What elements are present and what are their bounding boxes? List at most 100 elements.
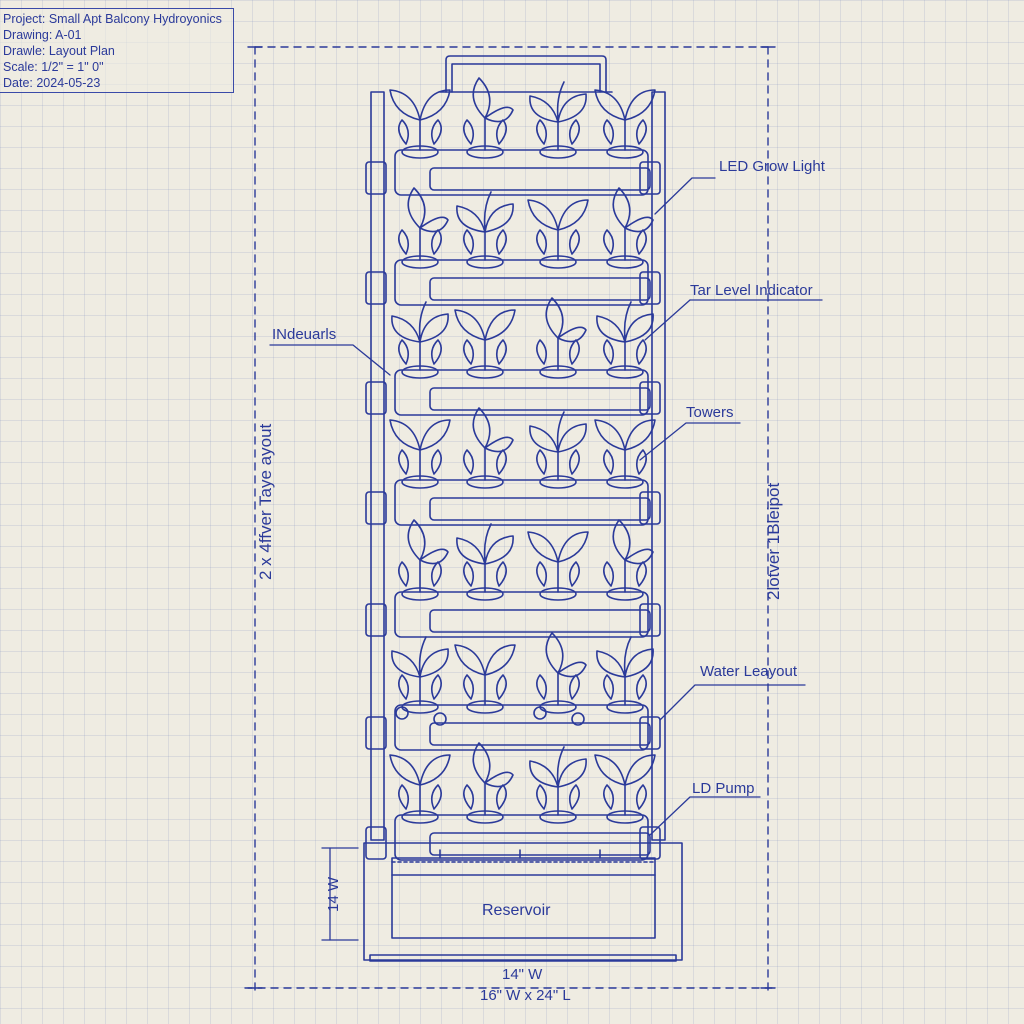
plant-lower-leaves (463, 449, 507, 475)
plant-leaves (389, 419, 451, 451)
scale-line: Scale: 1/2" = 1" 0" (3, 60, 104, 74)
gutter (394, 369, 649, 416)
right-bracket (639, 491, 661, 525)
plant (594, 419, 656, 481)
title-block: Project: Small Apt Balcony Hydroyonics D… (0, 8, 234, 93)
plant-leaves (527, 199, 589, 231)
plant-lower-leaves (398, 449, 442, 475)
tower-shelves (365, 145, 661, 861)
plant (454, 644, 516, 706)
led-grow-light-label: LED Grow Light (719, 158, 825, 175)
plant-lower-leaves (398, 674, 442, 700)
drawing-line: Drawing: A-01 (3, 28, 82, 42)
plant (389, 419, 451, 481)
plant-leaves (407, 519, 449, 565)
tomato-fruit (433, 712, 447, 726)
tomato-fruit (533, 706, 547, 720)
plant (596, 301, 654, 371)
plant-leaves (472, 742, 514, 788)
plant-lower-leaves (536, 449, 580, 475)
tomato-fruit (571, 712, 585, 726)
plant-leaves (472, 77, 514, 123)
plant-leaves (612, 187, 654, 233)
plant (454, 309, 516, 371)
plant (594, 754, 656, 816)
outer-size-label: 16" W x 24" L (480, 987, 571, 1004)
gutter (394, 704, 649, 751)
gutter-pipe (429, 609, 651, 633)
shelf-3 (365, 365, 661, 416)
right-bracket (639, 271, 661, 305)
gutter (394, 591, 649, 638)
shelf-2 (365, 255, 661, 306)
plant-leaves (594, 89, 656, 121)
gutter-pipe (429, 722, 651, 746)
plant (389, 754, 451, 816)
left-bracket (365, 381, 387, 415)
plant-lower-leaves (398, 119, 442, 145)
height-dimension (321, 847, 359, 941)
plant-leaves (594, 419, 656, 451)
plant-lower-leaves (398, 561, 442, 587)
right-bracket (639, 161, 661, 195)
plant-lower-leaves (398, 339, 442, 365)
plant-lower-leaves (398, 229, 442, 255)
gutter-pipe (429, 167, 651, 191)
plant (527, 531, 589, 593)
plant-lower-leaves (536, 229, 580, 255)
plant (529, 746, 587, 816)
plant-leaves (529, 81, 587, 123)
shelf-6 (365, 700, 661, 751)
left-bracket (365, 716, 387, 750)
plant-lower-leaves (463, 674, 507, 700)
pump-label: LD Pump (692, 780, 755, 797)
gutter (394, 259, 649, 306)
plant (536, 297, 587, 371)
plant (456, 191, 514, 261)
plant (529, 411, 587, 481)
plant-lower-leaves (536, 119, 580, 145)
plant-leaves (407, 187, 449, 233)
plant (398, 519, 449, 593)
plant-lower-leaves (536, 784, 580, 810)
shelf-5 (365, 587, 661, 638)
plant-lower-leaves (603, 119, 647, 145)
plant (527, 199, 589, 261)
plant-leaves (612, 519, 654, 565)
plant-leaves (454, 644, 516, 676)
plant (391, 301, 449, 371)
gutter (394, 149, 649, 196)
plant (456, 523, 514, 593)
reservoir-label: Reservoir (482, 902, 551, 919)
plant-lower-leaves (603, 674, 647, 700)
plant-lower-leaves (603, 561, 647, 587)
shelf-4 (365, 475, 661, 526)
plant-leaves (529, 411, 587, 453)
plant-leaves (391, 301, 449, 343)
plant (603, 519, 654, 593)
plant-leaves (545, 632, 587, 678)
frame-posts (370, 91, 666, 841)
plant (398, 187, 449, 261)
plant-lower-leaves (603, 229, 647, 255)
towers-label: Towers (686, 404, 734, 421)
right-bracket (639, 381, 661, 415)
plants-group (389, 77, 656, 816)
left-bracket (365, 161, 387, 195)
plant-lower-leaves (463, 119, 507, 145)
left-bracket (365, 271, 387, 305)
plant-lower-leaves (463, 229, 507, 255)
left-callout-label: INdeuarls (272, 326, 337, 343)
right-bracket (639, 603, 661, 637)
plant-leaves (594, 754, 656, 786)
left-bracket (365, 603, 387, 637)
reservoir-tank (363, 842, 683, 962)
plant-leaves (389, 89, 451, 121)
plant-lower-leaves (536, 339, 580, 365)
plant (603, 187, 654, 261)
plant-leaves (545, 297, 587, 343)
plant-lower-leaves (463, 784, 507, 810)
plant (389, 89, 451, 151)
project-line: Project: Small Apt Balcony Hydroyonics (3, 12, 222, 26)
plant-leaves (456, 191, 514, 233)
